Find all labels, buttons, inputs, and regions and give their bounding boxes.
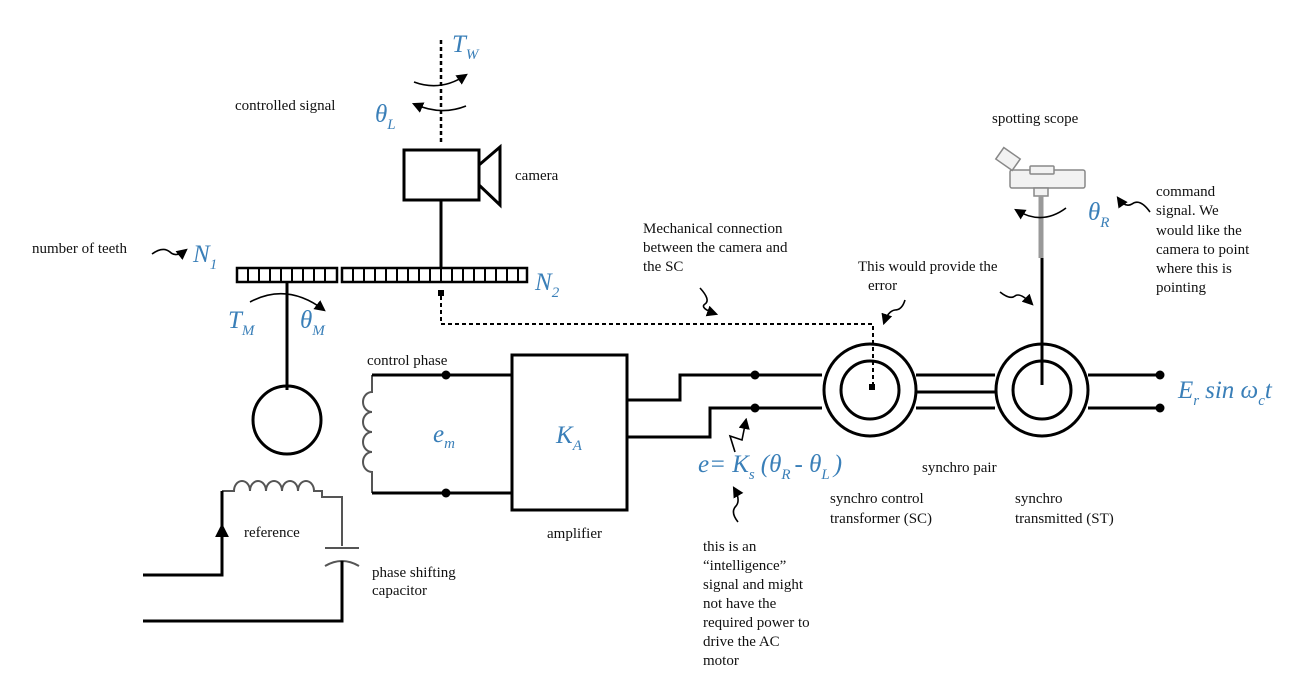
reference-input-wires <box>1088 373 1160 410</box>
error-wire-top <box>627 373 822 402</box>
reference-label: reference <box>244 525 300 541</box>
st-label-2: transmitted (ST) <box>1015 511 1114 527</box>
intelligence-note-7: motor <box>703 653 739 669</box>
error-pointer <box>728 417 750 453</box>
mechanical-note-2: between the camera and <box>643 240 788 256</box>
intelligence-note-4: not have the <box>703 596 777 612</box>
control-terminal-bottom <box>441 488 451 498</box>
error-equation: e= Ks(θR- θL) <box>698 451 842 483</box>
mechanical-connection-line <box>440 296 874 388</box>
load-angle-arrow <box>411 102 467 113</box>
synchro-link-wires <box>916 373 995 410</box>
phase-shift-label-1: phase shifting <box>372 565 456 581</box>
theta-m-symbol: θM <box>300 307 326 339</box>
intelligence-note-6: drive the AC <box>703 634 780 650</box>
command-note-6: pointing <box>1156 280 1207 296</box>
mechanical-note-pointer <box>699 287 719 317</box>
gear-n2 <box>340 266 529 284</box>
reference-terminal-top <box>1155 370 1165 380</box>
error-wire-bottom <box>627 406 822 439</box>
mechanical-link-start <box>438 290 444 296</box>
synchro-pair-label: synchro pair <box>922 460 997 476</box>
provide-error-note-2: error <box>868 278 897 294</box>
intelligence-note-2: “intelligence” <box>703 558 786 574</box>
gear-n1 <box>235 266 339 284</box>
command-note-5: where this is <box>1156 261 1232 277</box>
command-shaft-pointer <box>999 291 1034 306</box>
provide-error-pointer <box>881 299 906 326</box>
n2-symbol: N2 <box>534 269 560 301</box>
sc-shaft-point <box>869 384 875 390</box>
command-note-3: would like the <box>1156 223 1242 239</box>
ac-motor <box>251 384 323 456</box>
command-angle-arrow <box>1014 207 1067 220</box>
intelligence-note-1: this is an <box>703 539 757 555</box>
error-terminal-bottom <box>750 403 760 413</box>
teeth-pointer <box>151 248 188 260</box>
load-torque-arrow <box>413 73 468 87</box>
camera-icon <box>402 143 502 209</box>
sc-label-2: transformer (SC) <box>830 511 932 527</box>
spotting-scope-label: spotting scope <box>992 111 1079 127</box>
amplifier-block <box>510 353 629 512</box>
n1-symbol: N1 <box>192 241 217 273</box>
reference-terminal-bottom <box>1155 403 1165 413</box>
intelligence-note-3: signal and might <box>703 577 804 593</box>
command-note-1: command <box>1156 184 1216 200</box>
command-note-pointer <box>1116 196 1151 213</box>
torque-w-symbol: TW <box>452 31 480 63</box>
control-phase-label: control phase <box>367 353 448 369</box>
theta-r-symbol: θR <box>1088 199 1109 231</box>
ka-symbol: KA <box>555 422 583 454</box>
reference-wire-top <box>143 491 224 577</box>
spotting-scope-icon <box>994 146 1086 258</box>
synchro-control-transformer-inner <box>839 359 901 421</box>
control-terminal-top <box>441 370 451 380</box>
command-note-4: camera to point <box>1156 242 1250 258</box>
phase-shift-label-2: capacitor <box>372 583 427 599</box>
intelligence-note-5: required power to <box>703 615 810 631</box>
em-symbol: em <box>433 421 455 452</box>
motor-rotation-arrow <box>249 292 326 312</box>
controlled-signal-label: controlled signal <box>235 98 335 114</box>
control-coil <box>362 375 373 493</box>
reference-wire-bottom <box>143 561 344 623</box>
error-terminal-top <box>750 370 760 380</box>
camera-label: camera <box>515 168 559 184</box>
provide-error-note-1: This would provide the <box>858 259 998 275</box>
theta-l-symbol: θL <box>375 101 396 133</box>
mechanical-note-1: Mechanical connection <box>643 221 783 237</box>
tm-symbol: TM <box>228 307 256 339</box>
sc-label-1: synchro control <box>830 491 924 507</box>
mechanical-note-3: the SC <box>643 259 683 275</box>
command-note-2: signal. We <box>1156 203 1219 219</box>
reference-coil <box>222 480 343 546</box>
number-of-teeth-label: number of teeth <box>32 241 127 257</box>
st-label-1: synchro <box>1015 491 1063 507</box>
intelligence-note-pointer <box>732 486 744 523</box>
synchro-control-transformer-outer <box>822 342 918 438</box>
amplifier-label: amplifier <box>547 526 602 542</box>
